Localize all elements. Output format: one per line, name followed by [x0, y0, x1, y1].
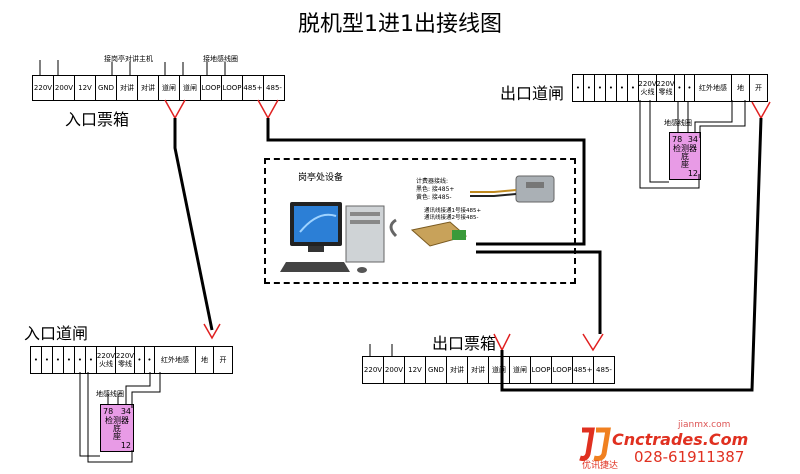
exit-ticket-terminal: 200V — [384, 357, 405, 383]
entry-gate-terminal: • — [53, 347, 64, 373]
exit-ticket-terminal: LOOP — [552, 357, 573, 383]
watermark-site-top: jianmx.com — [678, 420, 731, 430]
watermark-phone: 028-61911387 — [634, 448, 745, 466]
intercom-annotation: 接岗亭对讲主机 — [104, 55, 153, 63]
entry-gate-terminal: 220V 火线 — [97, 347, 116, 373]
entry-gate-terminal: • — [64, 347, 75, 373]
entry-ticket-terminal: 对讲 — [138, 76, 159, 100]
exit-ticket-terminal: 485+ — [573, 357, 594, 383]
exit-ticket-terminal: 道闸 — [489, 357, 510, 383]
exit-gate-terminal: • — [628, 75, 639, 101]
entry-gate-terminal: • — [42, 347, 53, 373]
entry-gate-terminal: • — [86, 347, 97, 373]
converter-note: 通讯线接通1号接485+ 通讯线接通2号接485- — [424, 208, 482, 221]
entry-ticket-terminal: 12V — [75, 76, 96, 100]
exit-gate-terminal: 220V 零线 — [657, 75, 675, 101]
page-title: 脱机型1进1出接线图 — [298, 12, 502, 37]
exit-gate-terminal: • — [573, 75, 584, 101]
entry-gate-terminal: • — [145, 347, 155, 373]
loop-annotation: 接地感线圈 — [203, 55, 238, 63]
exit-ticket-terminal: LOOP — [531, 357, 552, 383]
entry-gate-label: 入口道闸 — [24, 324, 89, 343]
entry-ticket-terminal: 485+ — [243, 76, 264, 100]
entry-ticket-terminal: LOOP — [222, 76, 243, 100]
entry-gate-terminal: • — [75, 347, 86, 373]
brand-logo-icon — [576, 424, 616, 464]
booth-label: 岗亭处设备 — [298, 173, 344, 183]
exit-ticket-terminal: 对讲 — [468, 357, 489, 383]
entry-ticket-terminal: 220V — [33, 76, 54, 100]
entry-ticket-terminal: 道闸 — [180, 76, 201, 100]
exit-ticket-terminal: 道闸 — [510, 357, 531, 383]
entry-ticket-terminal: GND — [96, 76, 117, 100]
entry-gate-terminal: 红外地感 — [155, 347, 196, 373]
exit-gate-terminal: 红外地感 — [695, 75, 732, 101]
exit-gate-terminal: • — [584, 75, 595, 101]
exit-gate-terminal: 开 — [755, 84, 762, 92]
entry-ticket-terminal: 道闸 — [159, 76, 180, 100]
exit-gate-terminal: • — [606, 75, 617, 101]
exit-gate-terminal: 220V 火线 — [639, 75, 657, 101]
exit-gate-terminal: • — [685, 75, 695, 101]
entry-ticket-label: 入口票箱 — [65, 110, 130, 129]
entry-gate-terminal: 220V 零线 — [116, 347, 135, 373]
entry-gate-terminal: • — [135, 347, 145, 373]
entry-gate-terminal: 地 — [196, 347, 214, 373]
exit-gate-terminal: • — [617, 75, 628, 101]
entry-gate-terminal: 开 — [219, 356, 227, 364]
exit-ticket-label: 出口票箱 — [432, 334, 497, 353]
exit-ticket-terminal: 对讲 — [447, 357, 468, 383]
exit-ticket-terminal: GND — [426, 357, 447, 383]
exit-ticket-terminal: 12V — [405, 357, 426, 383]
exit-ticket-terminal: 485- — [596, 366, 612, 374]
exit-gate-terminal: • — [675, 75, 685, 101]
entry-gate-terminal: • — [31, 347, 42, 373]
entry-ticket-terminal: 200V — [54, 76, 75, 100]
exit-gate-terminal: • — [595, 75, 606, 101]
watermark-brand: 优讯捷达 — [582, 461, 619, 471]
entry-ticket-terminal: 对讲 — [117, 76, 138, 100]
reader-note: 计费器接线: 黑色: 接485+ 黄色: 接485- — [416, 178, 455, 201]
exit-gate-terminal: 地 — [732, 75, 750, 101]
booth-equipment-box — [264, 158, 576, 284]
exit-gate-label: 出口道闸 — [500, 84, 565, 103]
exit-ticket-terminal: 220V — [363, 357, 384, 383]
watermark-site: Cnctrades.Com — [612, 430, 749, 449]
entry-ticket-terminal: LOOP — [201, 76, 222, 100]
entry-coil-label: 地感线圈 — [96, 390, 124, 398]
entry-ticket-terminal: 485- — [266, 84, 282, 92]
